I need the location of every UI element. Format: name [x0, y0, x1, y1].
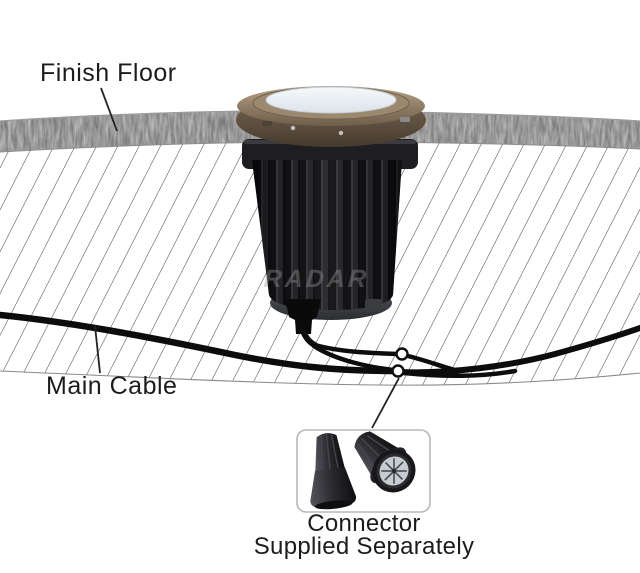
wire-nut-open-view [354, 431, 416, 493]
lead-wire-a [312, 342, 399, 357]
nut-ribs [320, 433, 339, 470]
wire-nut-side-view [310, 433, 357, 510]
nut-base [314, 500, 353, 510]
frosted-lens [265, 86, 397, 114]
wire-connector-point [391, 364, 405, 378]
finish-floor-leader [100, 87, 118, 132]
inground-light-fixture: RADAR [236, 86, 426, 334]
lead-wire-b [311, 343, 396, 373]
cable-gland [285, 299, 321, 334]
main-cable-line [0, 311, 398, 375]
ring-screw [338, 130, 344, 136]
nut-cone [315, 433, 346, 473]
wire-connector-point [395, 347, 409, 361]
main-cable-line-right [396, 325, 640, 376]
wire-connection [0, 311, 640, 379]
connector-note-line1: Connector [307, 510, 421, 537]
housing-tab [365, 299, 382, 311]
soil-bottom-boundary [0, 370, 640, 386]
brand-watermark: RADAR [263, 265, 370, 293]
ring-notch [262, 121, 272, 126]
main-cable-label: Main Cable [46, 372, 178, 400]
main-cable-leader [94, 325, 101, 374]
connector-inset [296, 429, 431, 513]
connector-leader [371, 377, 400, 429]
nut-spring-center [391, 468, 397, 474]
ring-screw [290, 125, 296, 131]
connector-note: Connector Supplied Separately [214, 510, 514, 560]
connector-note-line2: Supplied Separately [253, 533, 475, 560]
ring-notch [400, 117, 410, 122]
nut-wing-skirt [310, 467, 357, 508]
housing-shading [252, 160, 402, 310]
finish-floor-label: Finish Floor [40, 59, 177, 87]
leader-lines [94, 87, 400, 429]
